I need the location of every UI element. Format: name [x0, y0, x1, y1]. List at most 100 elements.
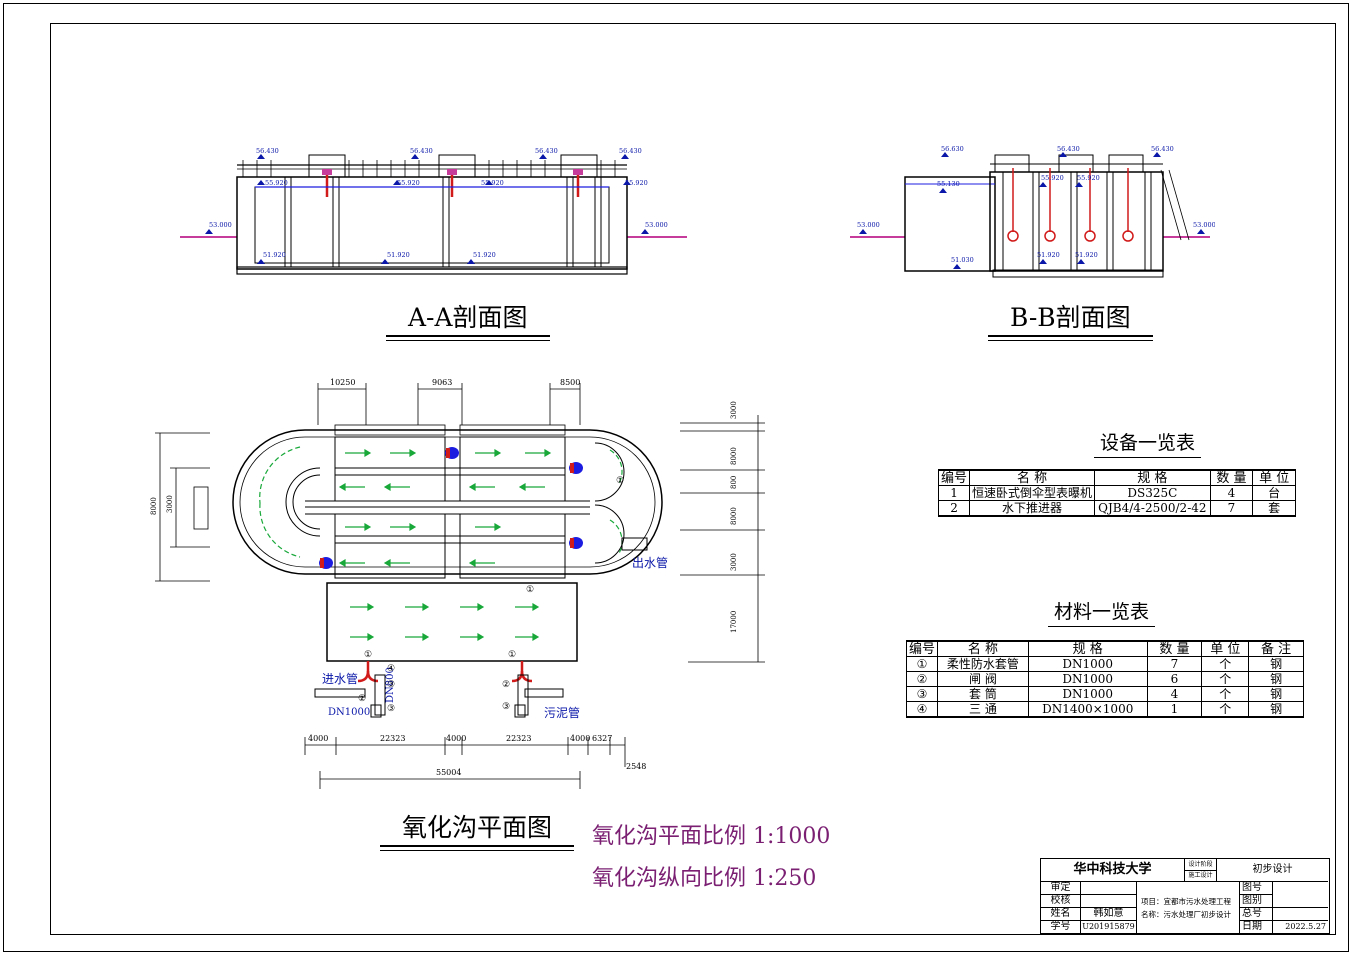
plan-label-sludge: 污泥管	[544, 705, 580, 720]
design-stage: 初步设计	[1217, 859, 1328, 882]
mat-cell: 套 筒	[937, 686, 1029, 702]
mat-cell: 个	[1201, 671, 1250, 687]
project-line: 项目：宜都市污水处理工程	[1141, 897, 1231, 906]
bb-elev-top-right: 56.430	[1151, 145, 1174, 153]
row-check: 校核	[1041, 895, 1081, 908]
eq-cell: 4	[1209, 485, 1254, 501]
aa-elev-top-3: 56.430	[535, 147, 558, 155]
plan-label-outlet: 出水管	[632, 555, 668, 570]
eq-cell: 1	[937, 485, 971, 501]
mat-cell: 钢	[1248, 686, 1304, 702]
plan-dim-right-3: 800	[730, 476, 738, 489]
bb-elev-bottom-1: 51.920	[1037, 251, 1060, 259]
eq-cell: 水下推进器	[969, 500, 1096, 517]
plan-marker-3b: ③	[387, 704, 395, 714]
table-row: 2 水下推进器 QJB4/4-2500/2-42 7 套	[937, 500, 1296, 517]
bb-elev-ground-right: 53.000	[1193, 221, 1215, 229]
eq-cell: 台	[1252, 485, 1296, 501]
plan-dim-left-1: 8000	[150, 497, 158, 515]
eq-cell: 7	[1209, 500, 1254, 517]
plan-dim-bottom-1: 4000	[308, 734, 328, 743]
mat-header-no: 编号	[905, 640, 939, 657]
mat-header-name: 名 称	[937, 640, 1029, 657]
mat-cell: 钢	[1248, 701, 1304, 718]
aa-elev-bottom-1: 51.920	[263, 251, 286, 259]
eq-header-unit: 单 位	[1252, 469, 1296, 486]
plan-marker-1c: ①	[526, 585, 534, 595]
eq-cell: DS325C	[1094, 485, 1211, 501]
aa-elev-top-2: 56.430	[410, 147, 433, 155]
drawing-name: 污水处理厂初步设计	[1163, 910, 1232, 919]
bb-elev-water-2: 55.920	[1077, 174, 1100, 182]
plan-marker-1: ①	[364, 650, 372, 660]
plan-dim-total: 55004	[436, 768, 461, 777]
plan-dim-left-2: 3000	[166, 495, 174, 513]
plan-dim-top-2: 9063	[432, 378, 452, 387]
table-row: ④ 三 通 DN1400×1000 1 个 钢	[905, 701, 1304, 718]
mat-cell: ③	[905, 686, 939, 702]
plan-dim-right-2: 8000	[730, 447, 738, 465]
aa-elev-water-3: 55.920	[481, 179, 504, 187]
scale-note-plan: 氧化沟平面比例 1:1000	[592, 824, 831, 849]
mat-cell: ④	[905, 701, 939, 718]
mat-cell: 个	[1201, 686, 1250, 702]
aa-elev-ground-right: 53.000	[645, 221, 668, 229]
plan-dim-bottom-4: 22323	[506, 734, 531, 743]
bb-elev-ground-left: 53.000	[857, 221, 880, 229]
stage-small-2: 施工设计	[1185, 871, 1217, 882]
bb-elev-water-left: 55.130	[937, 180, 960, 188]
plan-dim-right-4: 8000	[730, 507, 738, 525]
school-name: 华中科技大学	[1041, 859, 1185, 882]
mat-cell: 个	[1201, 701, 1250, 718]
bb-elev-top-left: 56.630	[941, 145, 964, 153]
mat-cell: 4	[1146, 686, 1203, 702]
plan-dim-bottom-6: 6327	[592, 734, 612, 743]
plan-label-inlet: 进水管	[322, 671, 358, 686]
plan-dim-right-6: 17000	[730, 611, 738, 633]
plan-dim-top-3: 8500	[560, 378, 580, 387]
aa-elev-bottom-2: 51.920	[387, 251, 410, 259]
row-approve: 审定	[1041, 882, 1081, 895]
mat-header-qty: 数 量	[1146, 640, 1203, 657]
plan-drawing: 10250 9063 8500 4000 22323 4000 22323 40…	[150, 378, 765, 789]
student-id: U201915879	[1081, 921, 1137, 933]
row-name: 姓名	[1041, 908, 1081, 921]
aa-elev-water-4: 55.920	[625, 179, 648, 187]
bb-elev-bottom-left: 51.030	[951, 256, 974, 264]
eq-cell: QJB4/4-2500/2-42	[1094, 500, 1211, 517]
aa-elev-water-2: 55.920	[397, 179, 420, 187]
mat-cell: DN1000	[1027, 686, 1148, 702]
plan-marker-2b: ②	[502, 680, 510, 690]
mat-cell: 柔性防水套管	[937, 656, 1029, 672]
plan-label-inlet-size: DN1000	[328, 707, 370, 718]
stage-small-1: 设计阶段	[1185, 859, 1217, 871]
mat-cell: DN1400×1000	[1027, 701, 1148, 718]
row-total-no: 总号	[1239, 908, 1273, 921]
table-row: ② 闸 阀 DN1000 6 个 钢	[905, 671, 1304, 687]
mat-cell: 7	[1146, 656, 1203, 672]
section-aa-drawing: 56.430 56.430 56.430 56.430 55.920 55.92…	[180, 147, 687, 275]
plan-title: 氧化沟平面图	[380, 808, 575, 851]
table-row: ③ 套 筒 DN1000 4 个 钢	[905, 686, 1304, 702]
mat-header-unit: 单 位	[1201, 640, 1250, 657]
mat-cell: ①	[905, 656, 939, 672]
plan-label-inlet-vertical: DN800	[385, 667, 396, 703]
mat-cell: 个	[1201, 656, 1250, 672]
table-row: ① 柔性防水套管 DN1000 7 个 钢	[905, 656, 1304, 672]
section-aa-title: A-A剖面图	[386, 298, 550, 341]
plan-dim-right-1: 3000	[730, 401, 738, 419]
plan-dim-bottom-3: 4000	[446, 734, 466, 743]
aa-elev-top-1: 56.430	[256, 147, 279, 155]
section-bb-title: B-B剖面图	[988, 298, 1153, 341]
bb-elev-water-1: 55.920	[1041, 174, 1064, 182]
plan-dim-small: 2548	[626, 762, 646, 771]
eq-header-no: 编号	[937, 469, 971, 486]
aa-elev-bottom-3: 51.920	[473, 251, 496, 259]
eq-cell: 2	[937, 500, 971, 517]
aa-elev-top-4: 56.430	[619, 147, 642, 155]
outer-frame	[3, 3, 1349, 952]
mat-header-spec: 规 格	[1027, 640, 1148, 657]
mat-cell: ②	[905, 671, 939, 687]
eq-header-qty: 数 量	[1209, 469, 1254, 486]
row-student-id: 学号	[1041, 921, 1081, 933]
